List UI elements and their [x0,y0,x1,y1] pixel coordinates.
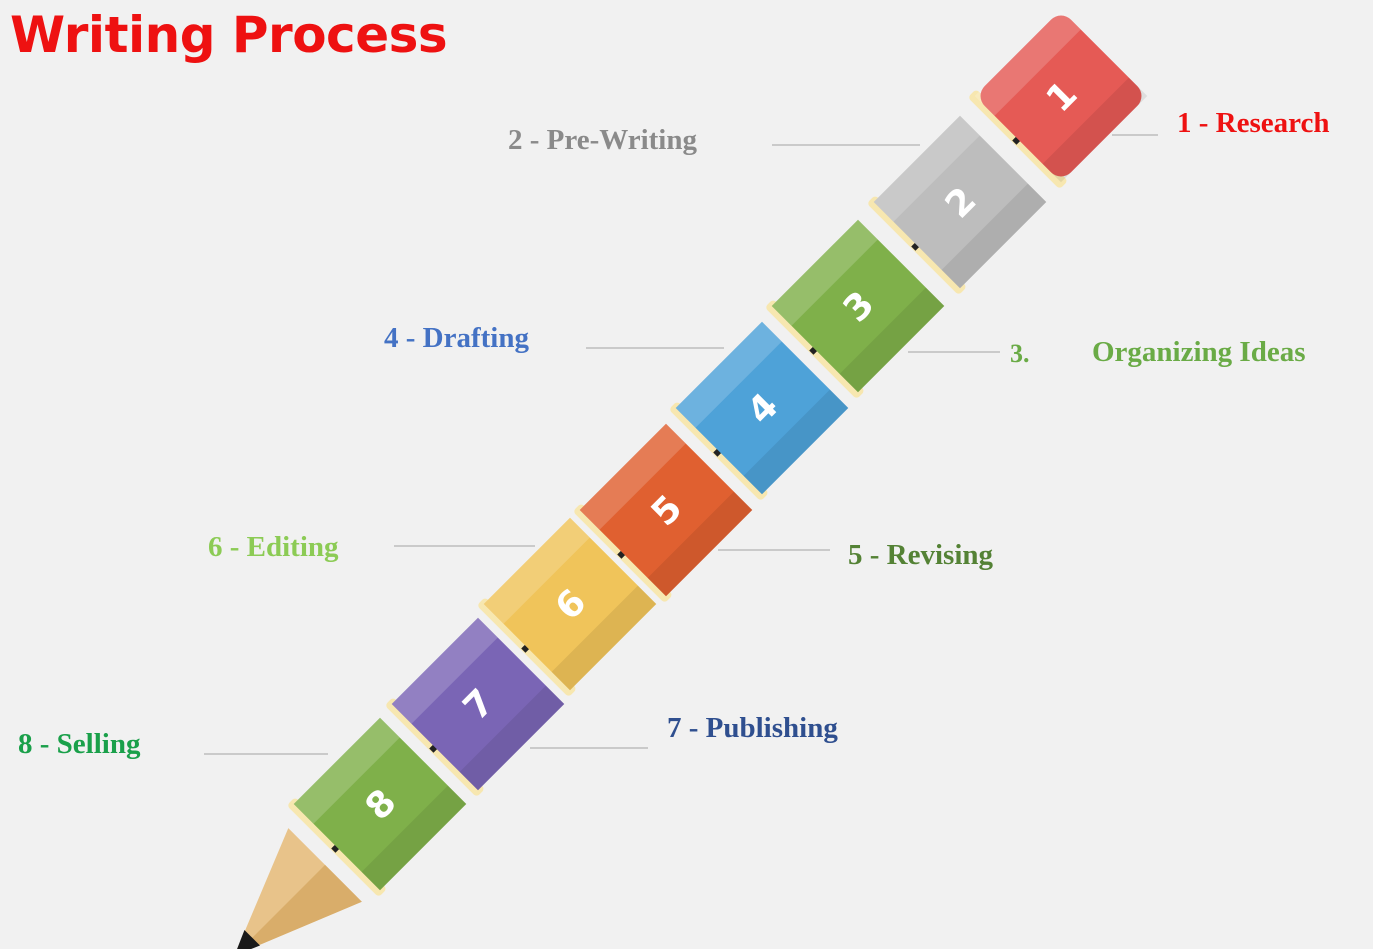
segment-highlight [873,115,980,222]
step-label-revising: 5 - Revising [848,539,993,571]
segment-body [771,219,945,393]
step-label-research: 1 - Research [1177,107,1330,139]
segment-body [675,321,849,495]
segment-shadow [743,389,849,495]
pencil-segment-8: 8 [288,717,467,896]
segment-shadow [839,287,945,393]
segment-highlight [293,717,400,824]
pencil-segment-3: 3 [766,219,945,398]
segment-shadow [361,785,467,891]
pencil-segment-4: 4 [670,321,849,500]
segment-shadow [647,491,753,597]
step-label-prewriting: 2 - Pre-Writing [508,124,697,156]
connector-lines [204,134,1158,755]
step-label-publishing: 7 - Publishing [667,712,838,744]
segment-shadow [551,585,657,691]
segment-highlight [483,517,590,624]
segment-shadow [941,183,1047,289]
segment-highlight [675,321,782,428]
segment-body [579,423,753,597]
pencil-segment-6: 6 [478,517,657,696]
segment-body [483,517,657,691]
segment-body [293,717,467,891]
pencil-segment-5: 5 [574,423,753,602]
pencil-tip [234,828,362,949]
segment-highlight [579,423,686,530]
pencil-segment-1: 1 [969,9,1148,188]
step-label-drafting: 4 - Drafting [384,322,529,354]
step-label-selling: 8 - Selling [18,728,141,760]
segment-body [391,617,565,791]
pencil-segment-7: 7 [386,617,565,796]
segment-highlight [771,219,878,326]
segment-shadow [1042,77,1148,183]
step-label-organizing: Organizing Ideas [1092,336,1306,368]
step-label-editing: 6 - Editing [208,531,339,563]
pencil-segment-2: 2 [868,115,1047,294]
page-title: Writing Process [10,6,448,64]
pencil-lead [234,929,261,949]
segment-highlight [974,9,1081,116]
segment-body [980,15,1142,177]
step-label-organizing-number: 3. [1010,339,1030,368]
segment-body [873,115,1047,289]
segment-shadow [459,685,565,791]
segment-highlight [391,617,498,724]
